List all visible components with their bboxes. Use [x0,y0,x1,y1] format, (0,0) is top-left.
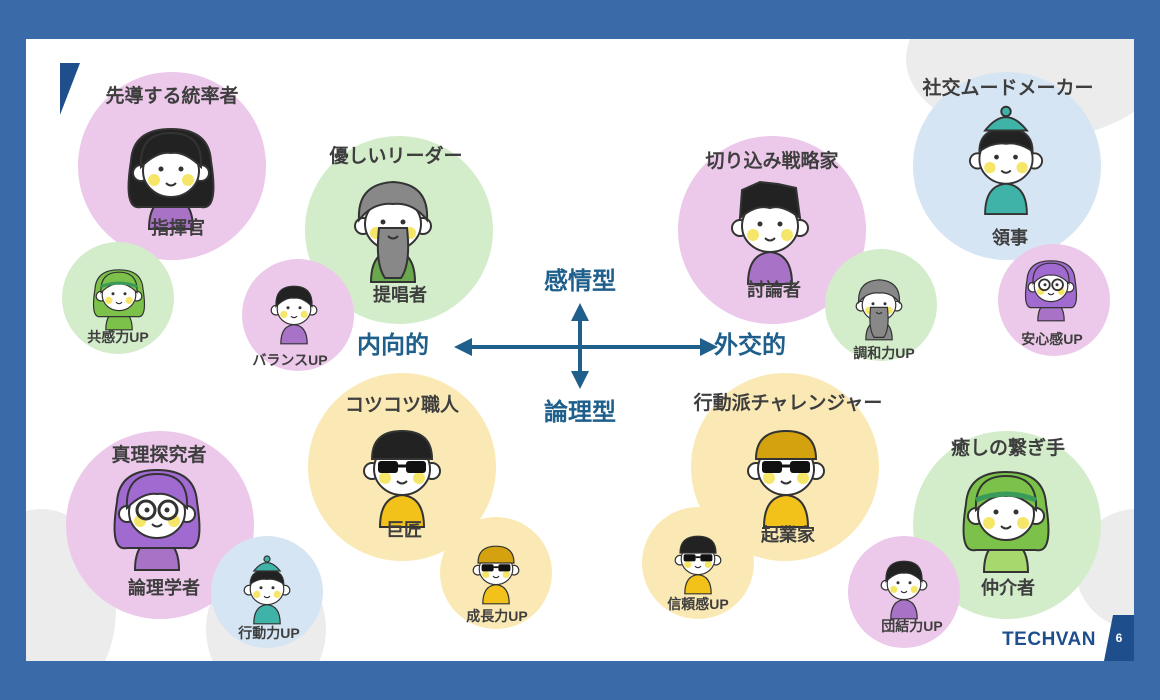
advocate-role: 提唱者 [373,285,427,305]
consul-title: 社交ムードメーカー [922,78,1094,99]
brand-logo: TECHVAN [1002,629,1096,650]
unity-label: 団結力UP [881,618,943,634]
entrepreneur-face [747,429,825,528]
page-number: 6 [1104,615,1134,661]
empathy-label: 共感力UP [87,329,149,345]
axis-arrows [454,303,718,389]
action-label: 行動力UP [238,625,300,641]
virtuoso-role: 巨匠 [386,520,422,540]
entrepreneur-role: 起業家 [761,525,815,545]
axis-left-label: 内向的 [357,332,429,359]
virtuoso-title: コツコツ職人 [344,395,460,416]
mediator-role: 仲介者 [981,578,1035,598]
harmony-label: 調和力UP [853,345,915,361]
virtuoso-face [363,429,441,528]
balance-face [270,285,318,345]
slide: 先導する統率者 指揮官 優しいリーダー 提唱者 切り込み戦略家 討論者 社交ムー… [26,39,1134,661]
logician-title: 真理探究者 [111,445,207,466]
consul-face [968,105,1044,216]
logician-role: 論理学者 [128,578,200,598]
logician-face [113,468,201,571]
debater-role: 討論者 [747,280,801,300]
balance-label: バランスUP [252,352,328,368]
mediator-title: 癒しの繋ぎ手 [950,438,1066,459]
mediator-face [962,470,1050,573]
axis-right-label: 外交的 [714,332,786,359]
reassurance-face [1024,260,1078,322]
harmony-face [855,279,903,341]
unity-face [880,560,928,620]
growth-face [472,545,520,605]
commander-role: 指揮官 [151,218,205,238]
advocate-title: 優しいリーダー [329,146,463,167]
reassurance-label: 安心感UP [1021,331,1083,347]
advocate-face [354,180,432,283]
debater-title: 切り込み戦略家 [705,151,839,172]
entrepreneur-title: 行動派チャレンジャー [693,393,883,414]
empathy-face [92,269,146,331]
axis-bottom-label: 論理型 [544,399,616,426]
commander-face [127,127,215,230]
debater-face [731,180,809,285]
commander-title: 先導する統率者 [105,86,239,107]
trust-label: 信頼感UP [667,596,729,612]
growth-label: 成長力UP [466,608,528,624]
axis-top-label: 感情型 [544,268,616,295]
trust-face [674,535,722,595]
consul-role: 領事 [992,228,1028,248]
action-face [243,555,291,625]
title-accent-shape [60,63,80,115]
